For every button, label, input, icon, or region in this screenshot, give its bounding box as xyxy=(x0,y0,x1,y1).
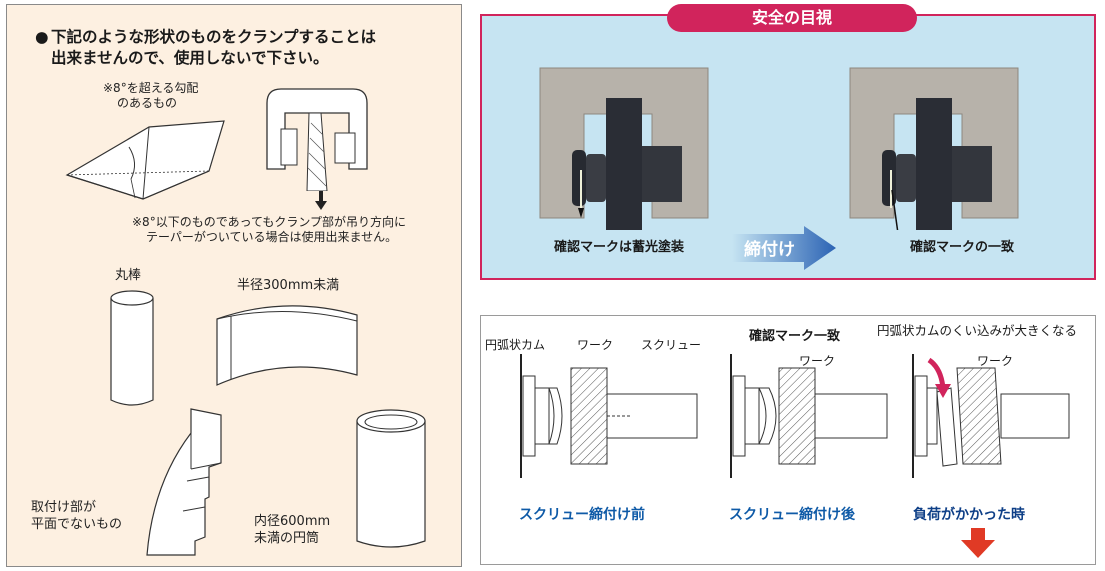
warning-line-2: 出来ませんので、使用しないで下さい。 xyxy=(51,49,329,67)
caption-before: スクリュー締付け前 xyxy=(519,507,645,523)
tighten-arrow-icon xyxy=(732,226,836,270)
clamp-photo-after xyxy=(842,58,1028,230)
mark-match-caption: 確認マークの一致 xyxy=(910,240,1015,255)
red-down-arrow-icon xyxy=(961,528,995,558)
uneven-label: 取付け部が 平面でないもの xyxy=(31,499,122,533)
down-arrow-icon xyxy=(315,191,327,210)
mark-match-label: 確認マーク一致 xyxy=(749,329,841,344)
slope-note-line-1: ※8°を超える勾配 xyxy=(103,81,199,95)
warning-title: ● 下記のような形状のものをクランプすることは 出来ませんので、使用しないで下さ… xyxy=(35,27,377,69)
uneven-block-illustration xyxy=(146,408,222,556)
taper-note-line-2: テーパーがついている場合は使用出来ません。 xyxy=(146,230,398,244)
diagram-after xyxy=(730,354,888,478)
cylinder-label-line-1: 内径600mm xyxy=(254,514,331,529)
uneven-label-line-1: 取付け部が xyxy=(31,500,97,515)
round-bar-illustration xyxy=(110,290,154,406)
round-bar-label: 丸棒 xyxy=(115,268,142,283)
diagram-before xyxy=(520,354,698,478)
clamp-section-illustration xyxy=(266,88,368,191)
visual-check-panel: 安全の目視 確認マークは蓄光塗装 締付け 確認マークの一致 xyxy=(480,4,1096,280)
visual-check-title: 安全の目視 xyxy=(667,4,917,32)
unsuitable-shapes-panel: ● 下記のような形状のものをクランプすることは 出来ませんので、使用しないで下さ… xyxy=(6,4,462,567)
taper-note: ※8°以下のものであってもクランプ部が吊り方向に テーパーがついている場合は使用… xyxy=(132,215,406,245)
work-label-2: ワーク xyxy=(799,354,836,368)
luminous-mark-caption: 確認マークは蓄光塗装 xyxy=(554,240,685,255)
taper-note-line-1: ※8°以下のものであってもクランプ部が吊り方向に xyxy=(132,215,407,229)
slope-note: ※8°を超える勾配 のあるもの xyxy=(103,81,198,111)
diagram-load xyxy=(912,354,1070,478)
wedge-illustration xyxy=(65,120,225,200)
caption-after: スクリュー締付け後 xyxy=(729,507,855,523)
clamp-photo-before xyxy=(532,58,718,230)
cylinder-label-line-2: 未満の円筒 xyxy=(254,531,320,546)
bullet-icon: ● xyxy=(35,28,49,46)
cylinder-label: 内径600mm 未満の円筒 xyxy=(254,513,330,547)
warning-line-1: 下記のような形状のものをクランプすることは xyxy=(51,28,377,46)
screw-label: スクリュー xyxy=(641,338,702,352)
caption-load: 負荷がかかった時 xyxy=(913,507,1025,523)
slope-note-line-2: のあるもの xyxy=(117,96,178,110)
work-label-3: ワーク xyxy=(977,354,1014,368)
radius-label: 半径300mm未満 xyxy=(237,278,340,293)
cam-diagram-panel: 円弧状カム ワーク スクリュー スクリュー締付け前 確認マーク一致 ワーク スク… xyxy=(480,315,1096,565)
tighten-label: 締付け xyxy=(744,240,795,260)
uneven-label-line-2: 平面でないもの xyxy=(31,517,123,532)
cylinder-illustration xyxy=(356,409,426,548)
cam-bite-label: 円弧状カムのくい込みが大きくなる xyxy=(877,323,1078,338)
cam-label: 円弧状カム xyxy=(485,338,546,352)
work-label: ワーク xyxy=(577,338,614,352)
curved-plate-illustration xyxy=(216,305,358,386)
